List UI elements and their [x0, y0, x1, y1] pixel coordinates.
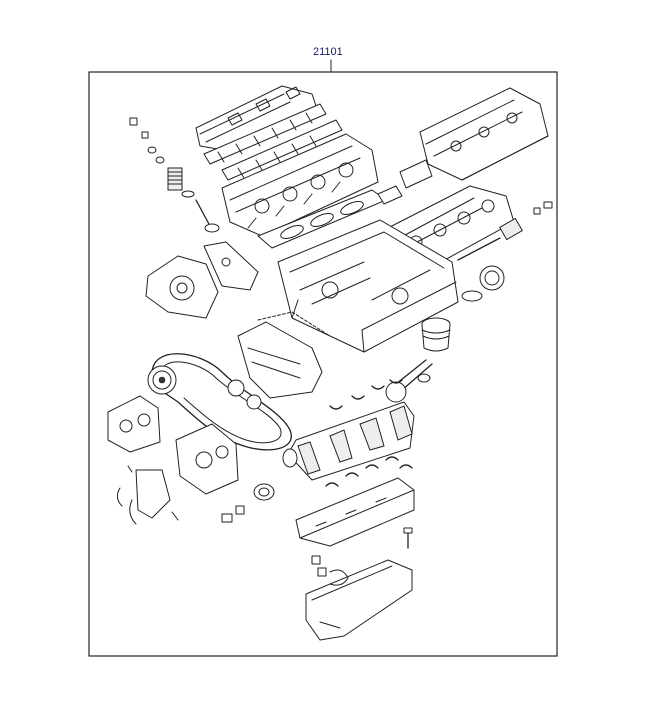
oil-pan-upper: [295, 477, 415, 547]
right-rocker-cover: [419, 87, 549, 181]
oil-pan-bolt: [403, 527, 413, 549]
small-bolts: [221, 505, 245, 523]
upper-timing-cover: [107, 395, 161, 453]
thermostat-housing: [377, 185, 403, 205]
front-cover: [237, 311, 331, 399]
piston: [421, 317, 451, 352]
water-pump: [145, 241, 259, 319]
idler-pulleys: [227, 379, 262, 410]
camshaft-sprocket: [147, 365, 177, 395]
left-cylinder-head: [221, 133, 379, 237]
valve-parts-right: [457, 201, 553, 302]
crankshaft-sprocket: [253, 483, 275, 501]
crankshaft: [282, 401, 415, 481]
connecting-rod: [385, 359, 433, 403]
valve-parts-left: [129, 117, 220, 233]
timing-cover-seals: [116, 465, 179, 525]
cylinder-block: [277, 219, 459, 353]
lower-timing-cover: [175, 423, 239, 495]
main-bearings: [325, 379, 413, 487]
camshaft-left: [203, 103, 343, 181]
part-number-label: 21101: [313, 46, 343, 58]
oil-pan: [305, 555, 413, 641]
assembly-frame: [88, 71, 558, 657]
timing-belt: [151, 353, 292, 451]
